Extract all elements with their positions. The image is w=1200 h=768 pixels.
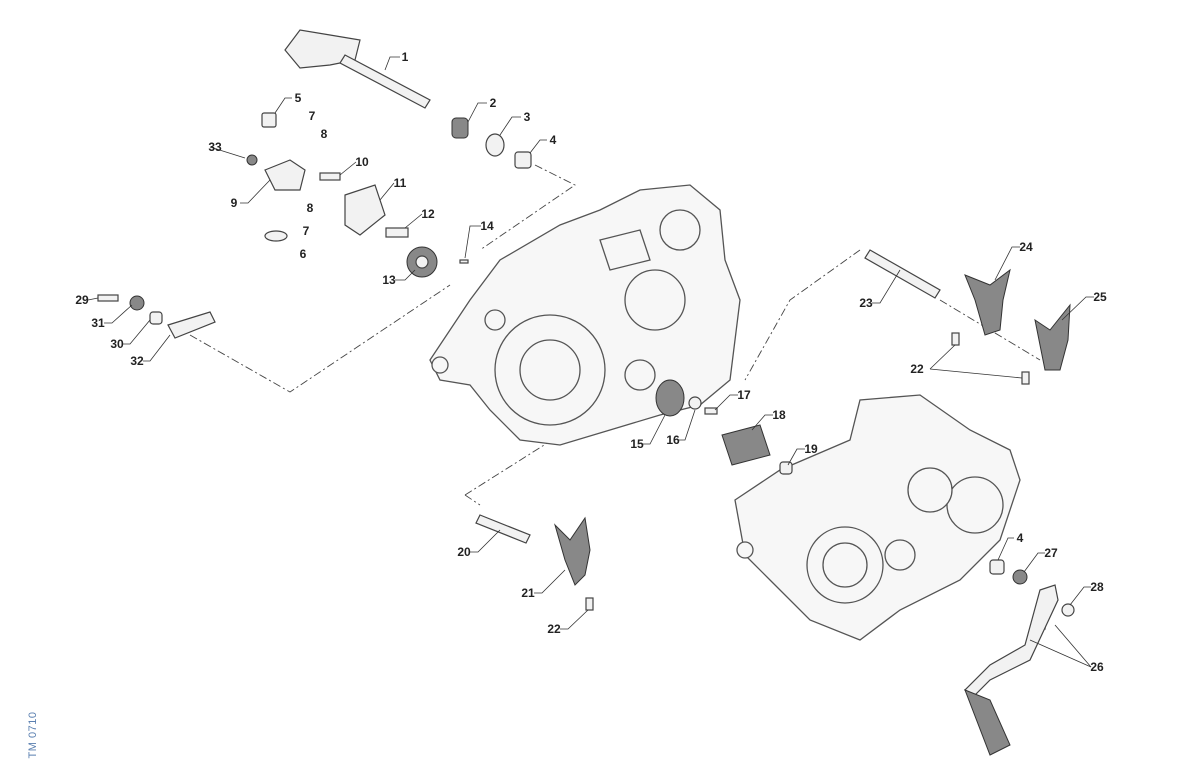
callout-27: 27	[1044, 546, 1058, 560]
callout-7: 7	[308, 109, 316, 123]
callout-16: 16	[666, 433, 680, 447]
callout-26: 26	[1090, 660, 1104, 674]
callout-14: 14	[480, 219, 494, 233]
part-11-plate	[344, 184, 386, 236]
part-20-fork-shaft	[475, 514, 531, 544]
callout-22: 22	[547, 622, 561, 636]
callout-21: 21	[521, 586, 535, 600]
callout-3: 3	[523, 110, 531, 124]
part-33	[246, 154, 258, 166]
callout-2: 2	[489, 96, 497, 110]
part-22-pin	[585, 597, 594, 611]
part-30	[149, 311, 163, 325]
callout-24: 24	[1019, 240, 1033, 254]
callout-25: 25	[1093, 290, 1107, 304]
part-23-fork-shaft	[864, 249, 941, 299]
callout-4: 4	[1016, 531, 1024, 545]
callout-5: 5	[294, 91, 302, 105]
callout-31: 31	[91, 316, 105, 330]
part-6	[264, 230, 288, 242]
callout-30: 30	[110, 337, 124, 351]
part-14	[459, 259, 469, 264]
callout-8: 8	[306, 201, 314, 215]
part-28	[1061, 603, 1075, 617]
part-19	[779, 461, 793, 475]
callout-15: 15	[630, 437, 644, 451]
part-17-screw	[704, 407, 718, 415]
part-22-pin	[951, 332, 960, 346]
callout-10: 10	[355, 155, 369, 169]
part-21-shift-fork	[553, 516, 591, 586]
part-25-shift-fork	[1034, 303, 1071, 371]
callout-22: 22	[910, 362, 924, 376]
callout-28: 28	[1090, 580, 1104, 594]
part-31-spring	[129, 295, 145, 311]
part-29-bolt	[97, 294, 119, 302]
part-shift-shaft	[284, 29, 431, 109]
part-9-shift-lever	[264, 159, 306, 191]
part-4-bushing	[989, 559, 1005, 575]
callout-19: 19	[804, 442, 818, 456]
crankcase-left	[429, 184, 741, 446]
callout-29: 29	[75, 293, 89, 307]
callout-11: 11	[393, 176, 407, 190]
callout-8: 8	[320, 127, 328, 141]
part-18-shift-drum	[721, 424, 771, 466]
part-26-shift-lever	[963, 584, 1059, 696]
part-32-lever	[167, 311, 216, 339]
callout-6: 6	[299, 247, 307, 261]
crankcase-right	[734, 394, 1021, 641]
callout-23: 23	[859, 296, 873, 310]
part-16	[688, 396, 702, 410]
callout-12: 12	[421, 207, 435, 221]
callout-20: 20	[457, 545, 471, 559]
shift-lever-rubber	[964, 689, 1011, 756]
part-27	[1012, 569, 1028, 585]
part-10-bolt	[319, 172, 341, 181]
callout-18: 18	[772, 408, 786, 422]
part-15-seal	[655, 379, 685, 417]
callout-32: 32	[130, 354, 144, 368]
callout-33: 33	[208, 140, 222, 154]
callout-7: 7	[302, 224, 310, 238]
part-22-pin	[1021, 371, 1030, 385]
part-4-bushing	[514, 151, 532, 169]
part-2	[451, 117, 469, 139]
part-5	[261, 112, 277, 128]
callout-17: 17	[737, 388, 751, 402]
callout-9: 9	[230, 196, 238, 210]
part-24-shift-fork	[964, 268, 1011, 336]
part-12-bolt	[385, 227, 409, 238]
callout-13: 13	[382, 273, 396, 287]
part-3-washer	[485, 133, 505, 157]
leader-lines	[87, 56, 1094, 668]
callout-1: 1	[401, 50, 409, 64]
callout-4: 4	[549, 133, 557, 147]
diagram-code: TM 0710	[27, 711, 39, 759]
